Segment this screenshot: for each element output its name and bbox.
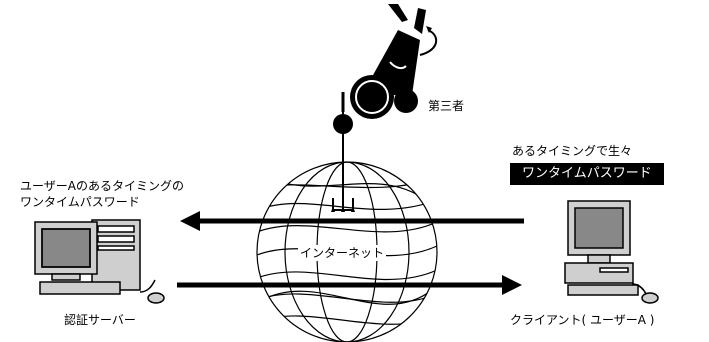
third-party-label: 第三者 [428, 99, 465, 113]
third-party-figure-icon [331, 4, 438, 212]
timing-generated-label: あるタイミングで生々 [512, 144, 633, 158]
client-computer-icon [564, 200, 659, 304]
user-a-otp-label-line2: ワンタイムパスワード [20, 195, 140, 209]
auth-server-computer-icon [34, 219, 165, 304]
otp-badge: ワンタイムパスワード [510, 163, 664, 185]
user-a-otp-label-line1: ユーザーAのあるタイミングの [20, 179, 184, 193]
client-label: クライアント( ユーザーA ) [510, 313, 655, 327]
auth-server-label: 認証サーバー [64, 313, 136, 327]
internet-label: インターネット [298, 245, 387, 261]
